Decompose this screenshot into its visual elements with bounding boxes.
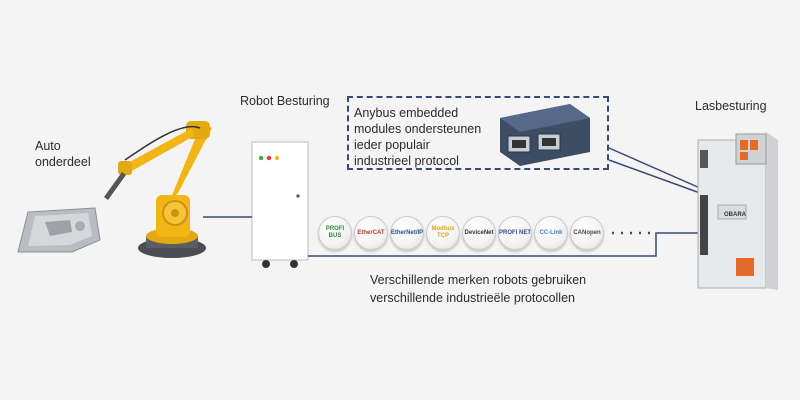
protocol-chip-modbus-tcp: Modbus TCP: [426, 216, 460, 250]
anybus-pointer-line-1: [608, 147, 701, 189]
to-weld-line: [608, 232, 698, 257]
car-part-image: [17, 207, 101, 253]
anybus-description: Anybus embedded modules ondersteunen ied…: [354, 106, 482, 168]
weld-brand-text: OBARA: [724, 212, 747, 218]
protocols-caption: Verschillende merken robots gebruiken ve…: [370, 273, 587, 305]
protocol-chip-cc-link: CC-Link: [534, 216, 568, 250]
protocol-chip-profibus: PROFI BUS: [318, 216, 352, 250]
anybus-module-image: [500, 104, 590, 166]
robot-arm-image: [104, 121, 212, 258]
protocol-chip-profinet: PROFI NET: [498, 216, 532, 250]
protocol-chip-canopen: CANopen: [570, 216, 604, 250]
protocol-chip-ethernet-ip: EtherNet/IP: [390, 216, 424, 250]
protocol-chip-ethercat: EtherCAT: [354, 216, 388, 250]
weld-controller-label: Lasbesturing: [695, 99, 767, 113]
anybus-dashed-box: [347, 96, 609, 170]
robot-controller-label: Robot Besturing: [240, 94, 330, 108]
weld-controller-image: OBARA: [697, 132, 778, 290]
auto-part-label: Auto onderdeel: [35, 139, 91, 169]
robot-controller-cabinet: [251, 141, 309, 268]
protocol-chip-devicenet: DeviceNet: [462, 216, 496, 250]
anybus-pointer-line-2: [608, 159, 701, 194]
